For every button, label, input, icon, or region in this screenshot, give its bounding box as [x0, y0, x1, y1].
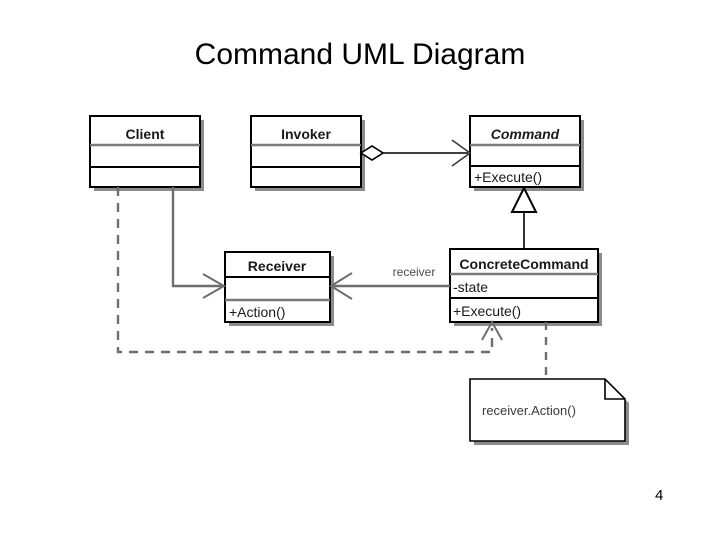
relationship-client-concretecommand[interactable]: [116, 187, 503, 354]
concretecommand-operation-execute: +Execute(): [453, 303, 521, 319]
client-receiver-arrowhead-icon: [202, 273, 227, 299]
uml-class-invoker[interactable]: Invoker: [250, 115, 365, 191]
note-body: [469, 378, 626, 442]
concretecommand-box-fill: [450, 249, 598, 322]
generalization-triangle-icon: [510, 185, 538, 213]
uml-class-command[interactable]: Command +Execute(): [469, 115, 584, 191]
receiver-assoc-label: receiver: [393, 265, 436, 279]
client-concretecommand-arrowhead-icon: [481, 319, 503, 341]
note-folded-corner-icon: [604, 379, 625, 400]
uml-class-client[interactable]: Client: [89, 115, 204, 191]
concretecommand-attribute-state: -state: [453, 279, 488, 295]
uml-note-receiver-action[interactable]: receiver.Action(): [469, 378, 629, 445]
concretecommand-class-name: ConcreteCommand: [459, 256, 588, 272]
client-box-outline: [89, 115, 201, 188]
relationship-concretecommand-receiver[interactable]: receiver: [329, 265, 450, 300]
command-class-name: Command: [491, 126, 560, 142]
invoker-box-fill: [251, 116, 361, 187]
command-operation-execute: +Execute(): [474, 169, 542, 185]
relationship-invoker-command[interactable]: [359, 139, 472, 167]
relationship-client-receiver[interactable]: [171, 187, 227, 299]
invoker-class-name: Invoker: [281, 126, 331, 142]
note-label: receiver.Action(): [482, 403, 576, 418]
receiver-operation-action: +Action(): [229, 304, 285, 320]
client-box-fill: [90, 116, 200, 187]
page-title: Command UML Diagram: [194, 38, 526, 71]
relationship-concretecommand-command[interactable]: [510, 185, 538, 249]
uml-class-concretecommand[interactable]: ConcreteCommand -state +Execute(): [449, 248, 602, 326]
invoker-command-arrowhead-icon: [451, 139, 472, 167]
client-concretecommand-line: [116, 187, 494, 354]
command-box-outline: [469, 115, 581, 188]
client-receiver-line: [171, 187, 222, 288]
uml-class-receiver[interactable]: Receiver +Action(): [224, 251, 334, 326]
receiver-class-name: Receiver: [248, 258, 307, 274]
receiver-assoc-arrowhead-icon: [329, 272, 353, 300]
command-box-fill: [470, 116, 580, 187]
aggregation-diamond-icon: [359, 145, 385, 161]
receiver-box-outline: [224, 251, 331, 323]
page-number: 4: [655, 487, 664, 504]
invoker-box-outline: [250, 115, 362, 188]
client-class-name: Client: [126, 126, 165, 142]
receiver-box-fill: [225, 252, 330, 322]
